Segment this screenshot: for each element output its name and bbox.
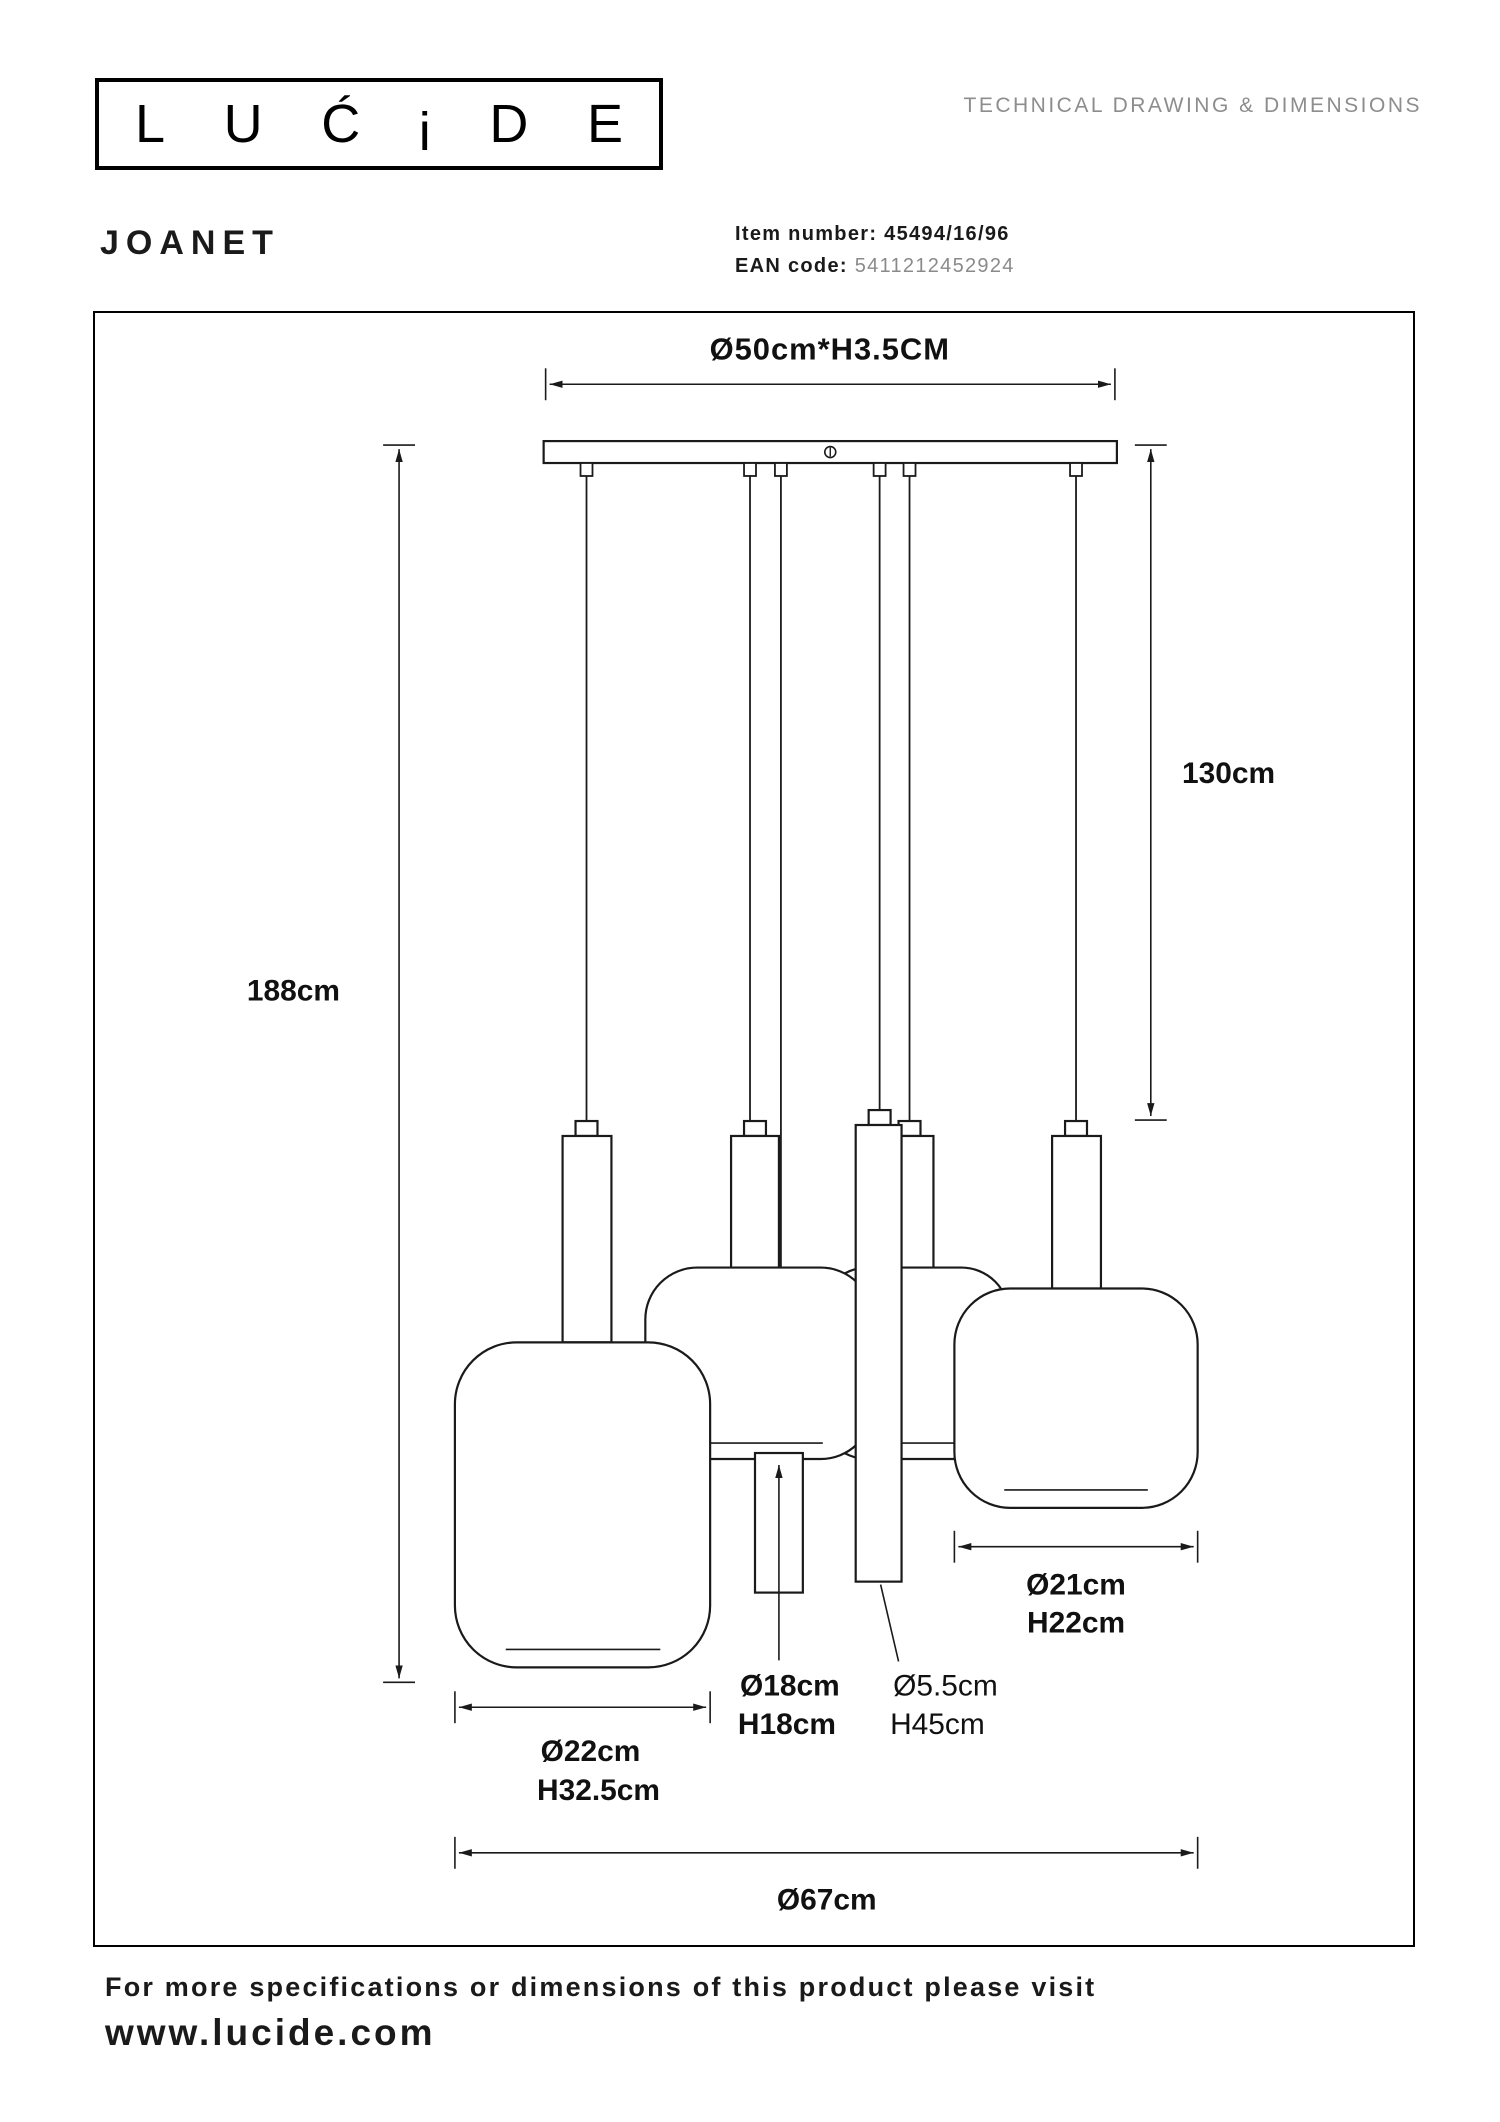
dimension-cable-length [1134,444,1167,1121]
dim-mid-shade-d: Ø18cm [740,1669,840,1702]
technical-drawing: Ø50cm*H3.5CM [247,331,1275,1917]
ean-label: EAN code: [735,255,848,277]
logo-letter-l: L [135,94,166,154]
logo-letter-u: U [223,94,263,154]
dimension-tube-leader [879,1584,900,1662]
dimension-top [544,368,1116,401]
dim-top-label: Ø50cm*H3.5CM [710,331,950,366]
dim-right-shade-h: H22cm [1027,1606,1125,1639]
item-number-value: 45494/16/96 [884,223,1010,245]
ceiling-bar [542,439,1118,465]
lamp-shade-left [453,1119,712,1669]
dim-left-shade-h: H32.5cm [537,1774,660,1807]
footer-note: For more specifications or dimensions of… [105,1972,1097,2002]
technical-drawing-frame: Ø50cm*H3.5CM [93,311,1415,1947]
lamp-tube-long [854,1108,903,1583]
dimension-total-width [454,1836,1199,1869]
logo-letter-i: i [418,102,431,162]
lamp-shade-right [953,1119,1199,1509]
tagline: TECHNICAL DRAWING & DIMENSIONS [963,94,1422,117]
item-number-line: Item number: 45494/16/96 [735,218,1015,250]
logo-letter-d: D [489,94,529,154]
dim-total-height-label: 188cm [247,974,340,1007]
dim-total-width-label: Ø67cm [777,1884,877,1917]
dim-tube-d: Ø5.5cm [893,1669,998,1702]
ean-line: EAN code: 5411212452924 [735,250,1015,282]
lucide-logo: L U Ć i D E [95,78,663,170]
dimension-total-height [383,444,416,1684]
dim-tube-h: H45cm [890,1708,985,1741]
dim-right-shade-d: Ø21cm [1026,1569,1126,1602]
ean-value: 5411212452924 [854,255,1015,277]
logo-letter-c: Ć [321,94,361,154]
dimension-left-shade [454,1691,711,1724]
dimension-right-shade [953,1530,1199,1563]
item-number-label: Item number: [735,223,878,245]
dim-cable-label: 130cm [1182,757,1275,790]
dim-mid-shade-h: H18cm [738,1708,836,1741]
cables [579,462,1083,1286]
footer-website-link[interactable]: www.lucide.com [105,2012,436,2053]
logo-letter-e: E [586,94,623,154]
product-codes: Item number: 45494/16/96 EAN code: 54112… [735,218,1015,282]
dim-left-shade-d: Ø22cm [541,1735,641,1768]
product-name: JOANET [100,224,280,262]
